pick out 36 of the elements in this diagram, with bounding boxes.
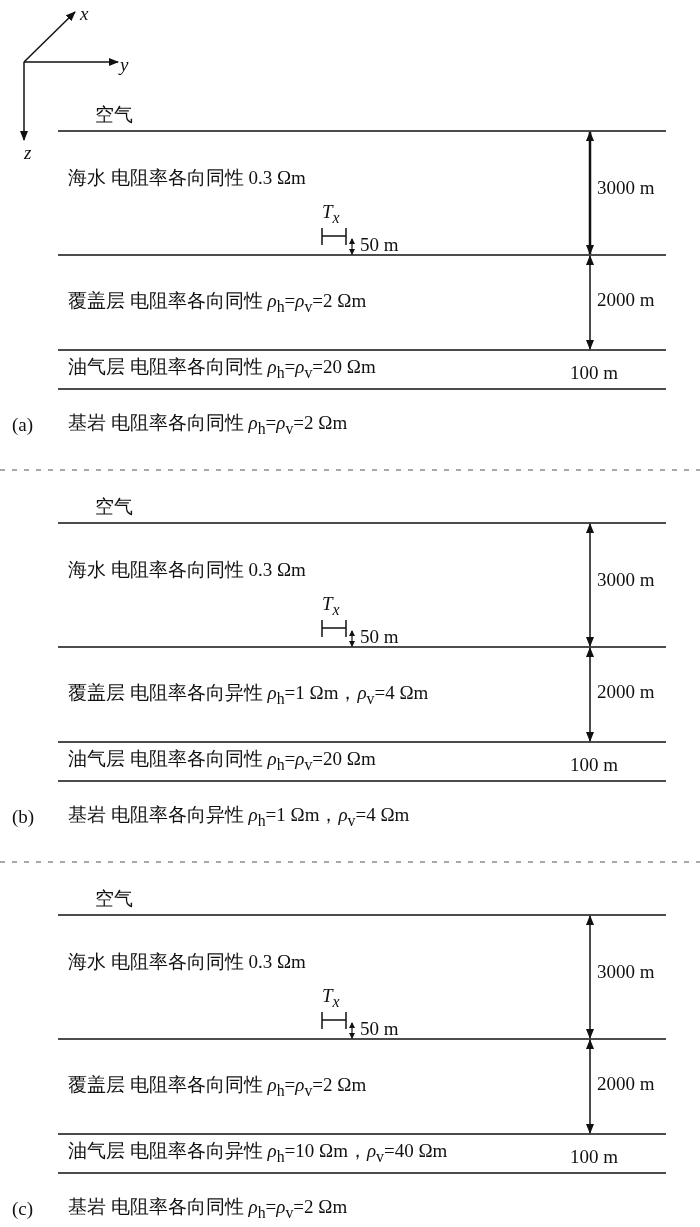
- dimension-label: 100 m: [570, 362, 619, 384]
- axis-label: x: [80, 3, 89, 25]
- axis-label: z: [24, 142, 32, 164]
- layer-label: 海水 电阻率各向同性 0.3 Ωm: [68, 167, 306, 189]
- layer-label: 海水 电阻率各向同性 0.3 Ωm: [68, 951, 306, 973]
- layer-label: 空气: [95, 104, 133, 126]
- dimension-label: 3000 m: [597, 177, 655, 199]
- transmitter-label: T$_{x}$: [322, 593, 340, 619]
- axis-label: y: [120, 54, 129, 76]
- layer-label: 基岩 电阻率各向异性 ρ$_{h}$=1 Ωm，ρ$_{v}$=4 Ωm: [68, 804, 410, 830]
- dimension-label: 50 m: [360, 1018, 399, 1040]
- transmitter-label: T$_{x}$: [322, 201, 340, 227]
- dimension-label: 3000 m: [597, 569, 655, 591]
- layer-label: 基岩 电阻率各向同性 ρ$_{h}$=ρ$_{v}$=2 Ωm: [68, 1196, 348, 1222]
- dimension-label: 2000 m: [597, 1073, 655, 1095]
- dimension-label: 50 m: [360, 626, 399, 648]
- panel-label: (a): [12, 414, 34, 436]
- layer-label: 基岩 电阻率各向同性 ρ$_{h}$=ρ$_{v}$=2 Ωm: [68, 412, 348, 438]
- layer-label: 空气: [95, 888, 133, 910]
- dimension-label: 2000 m: [597, 681, 655, 703]
- layer-label: 海水 电阻率各向同性 0.3 Ωm: [68, 559, 306, 581]
- layer-label: 油气层 电阻率各向同性 ρ$_{h}$=ρ$_{v}$=20 Ωm: [68, 356, 376, 382]
- panel-label: (b): [12, 806, 35, 828]
- dimension-label: 2000 m: [597, 289, 655, 311]
- layer-label: 覆盖层 电阻率各向同性 ρ$_{h}$=ρ$_{v}$=2 Ωm: [68, 290, 367, 316]
- layer-label: 覆盖层 电阻率各向异性 ρ$_{h}$=1 Ωm，ρ$_{v}$=4 Ωm: [68, 682, 429, 708]
- layer-label: 覆盖层 电阻率各向同性 ρ$_{h}$=ρ$_{v}$=2 Ωm: [68, 1074, 367, 1100]
- dimension-label: 3000 m: [597, 961, 655, 983]
- layer-label: 油气层 电阻率各向异性 ρ$_{h}$=10 Ωm，ρ$_{v}$=40 Ωm: [68, 1140, 448, 1166]
- transmitter-label: T$_{x}$: [322, 985, 340, 1011]
- dimension-label: 100 m: [570, 754, 619, 776]
- dimension-label: 100 m: [570, 1146, 619, 1168]
- layer-label: 空气: [95, 496, 133, 518]
- panel-label: (c): [12, 1198, 34, 1220]
- layer-label: 油气层 电阻率各向同性 ρ$_{h}$=ρ$_{v}$=20 Ωm: [68, 748, 376, 774]
- dimension-label: 50 m: [360, 234, 399, 256]
